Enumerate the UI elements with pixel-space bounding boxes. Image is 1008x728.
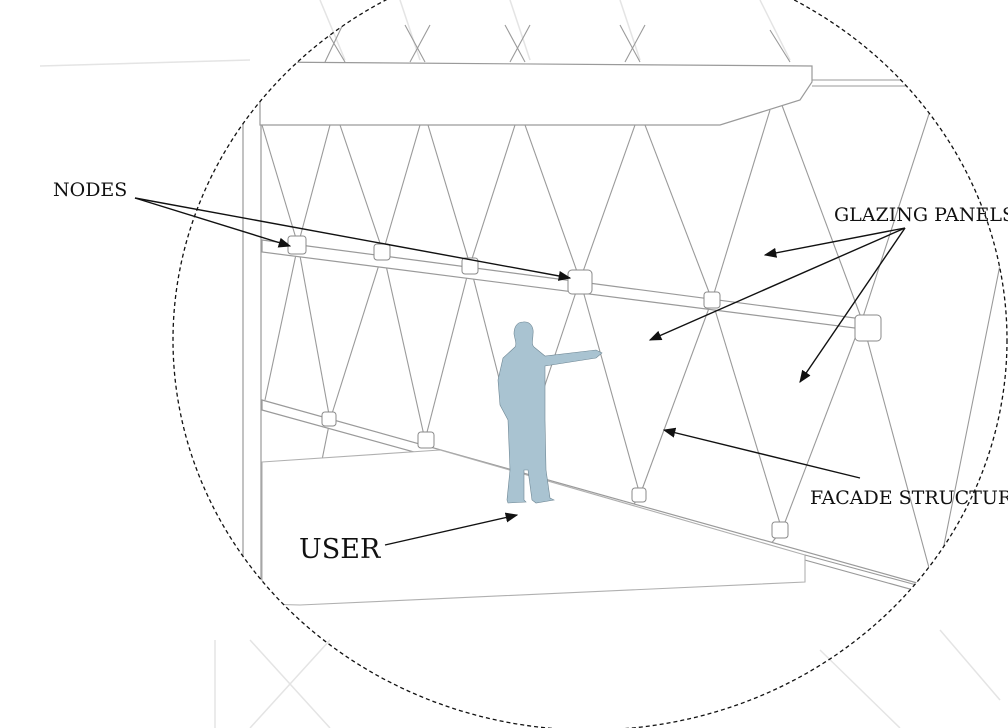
facade-arrow [662, 427, 861, 479]
nodes-arrow-2 [134, 197, 572, 281]
glazing-arrow-1 [763, 227, 906, 258]
facade-structure [261, 19, 1006, 591]
glazing-panels-label: GLAZING PANELS [834, 204, 1008, 226]
user-arrow [384, 512, 519, 546]
annotation-arrows [134, 197, 906, 546]
cornice [259, 61, 813, 126]
nodes-label: NODES [53, 179, 127, 201]
facade-structure-label: FACADE STRUCTURE [810, 487, 1008, 509]
floor-slab [261, 449, 936, 606]
focus-circle [172, 0, 1008, 728]
glazing-arrow-3 [799, 227, 906, 384]
left-column [242, 54, 262, 616]
background-sketch [39, 0, 1001, 728]
user-figure [497, 321, 603, 504]
user-label: USER [299, 534, 381, 565]
nodes-arrow-1 [134, 197, 292, 248]
glazing-arrow-2 [648, 227, 906, 341]
